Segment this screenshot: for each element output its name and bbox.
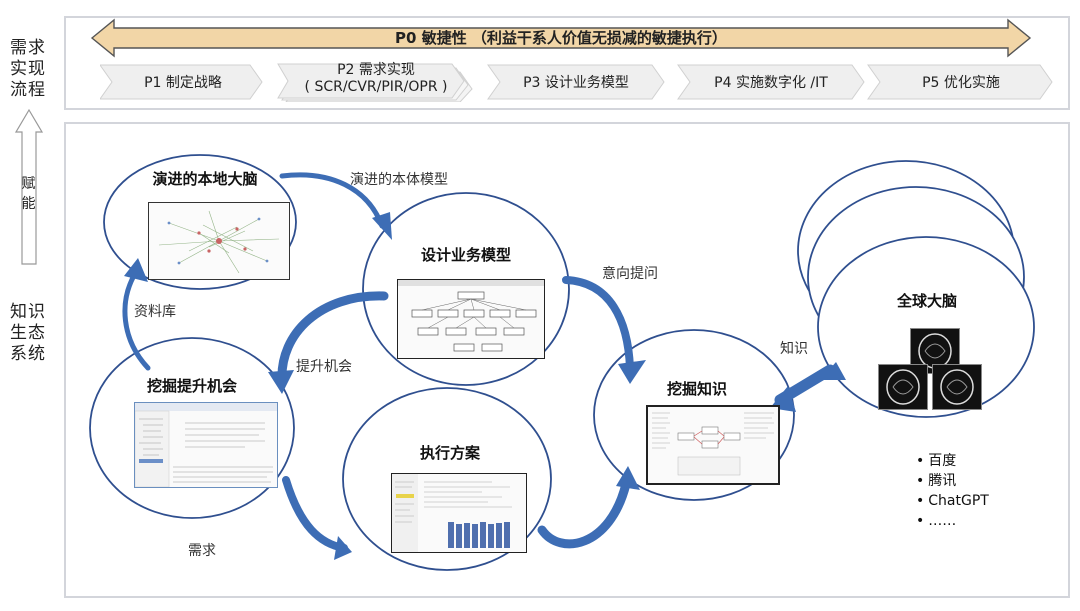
process-label: 需求 实现 流程 <box>10 38 46 100</box>
empower-label: 赋 能 <box>21 176 37 212</box>
step-p3: P3 设计业务模型 <box>523 75 629 91</box>
empower-up-arrow <box>14 108 44 265</box>
p0-banner-text: P0 敏捷性 （利益干系人价值无损减的敏捷执行） <box>395 29 727 47</box>
edge-knowledge-label: 知识 <box>780 341 808 357</box>
execute-plan-code-image <box>391 473 527 553</box>
execute-plan-title: 执行方案 <box>419 444 480 462</box>
ecosystem-label: 知识 生态 系统 <box>10 302 46 364</box>
step-p4: P4 实施数字化 /IT <box>714 75 828 91</box>
brain-scan-image-left <box>878 364 928 410</box>
local-brain-graph-image <box>148 202 290 280</box>
mine-opportunity-title: 挖掘提升机会 <box>146 377 237 395</box>
edge-ontology-label: 演进的本体模型 <box>350 172 448 188</box>
local-brain-title: 演进的本地大脑 <box>152 170 258 188</box>
mine-opportunity-doc-image <box>134 402 278 488</box>
step-p5: P5 优化实施 <box>922 75 1000 91</box>
brain-scan-image-right <box>932 364 982 410</box>
design-model-tree-image <box>397 279 545 359</box>
source-item: ChatGPT <box>916 491 989 511</box>
step-p2: P2 需求实现 ( SCR/CVR/PIR/OPR ) <box>304 62 448 95</box>
design-model-title: 设计业务模型 <box>420 246 511 264</box>
step-p1: P1 制定战略 <box>144 75 222 91</box>
edge-intent-label: 意向提问 <box>602 266 658 282</box>
global-brain-title: 全球大脑 <box>896 292 957 310</box>
edge-demand-label: 需求 <box>188 543 216 559</box>
mine-knowledge-title: 挖掘知识 <box>666 380 727 398</box>
p0-double-arrow <box>90 18 1032 58</box>
mine-knowledge-flow-image <box>646 405 780 485</box>
edge-library-label: 资料库 <box>134 304 176 320</box>
source-item: …… <box>916 511 989 531</box>
step-chevrons <box>100 63 1053 102</box>
source-item: 腾讯 <box>916 471 989 491</box>
global-sources-list: 百度 腾讯 ChatGPT …… <box>916 451 989 531</box>
source-item: 百度 <box>916 451 989 471</box>
edge-opportunity-label: 提升机会 <box>296 359 352 375</box>
